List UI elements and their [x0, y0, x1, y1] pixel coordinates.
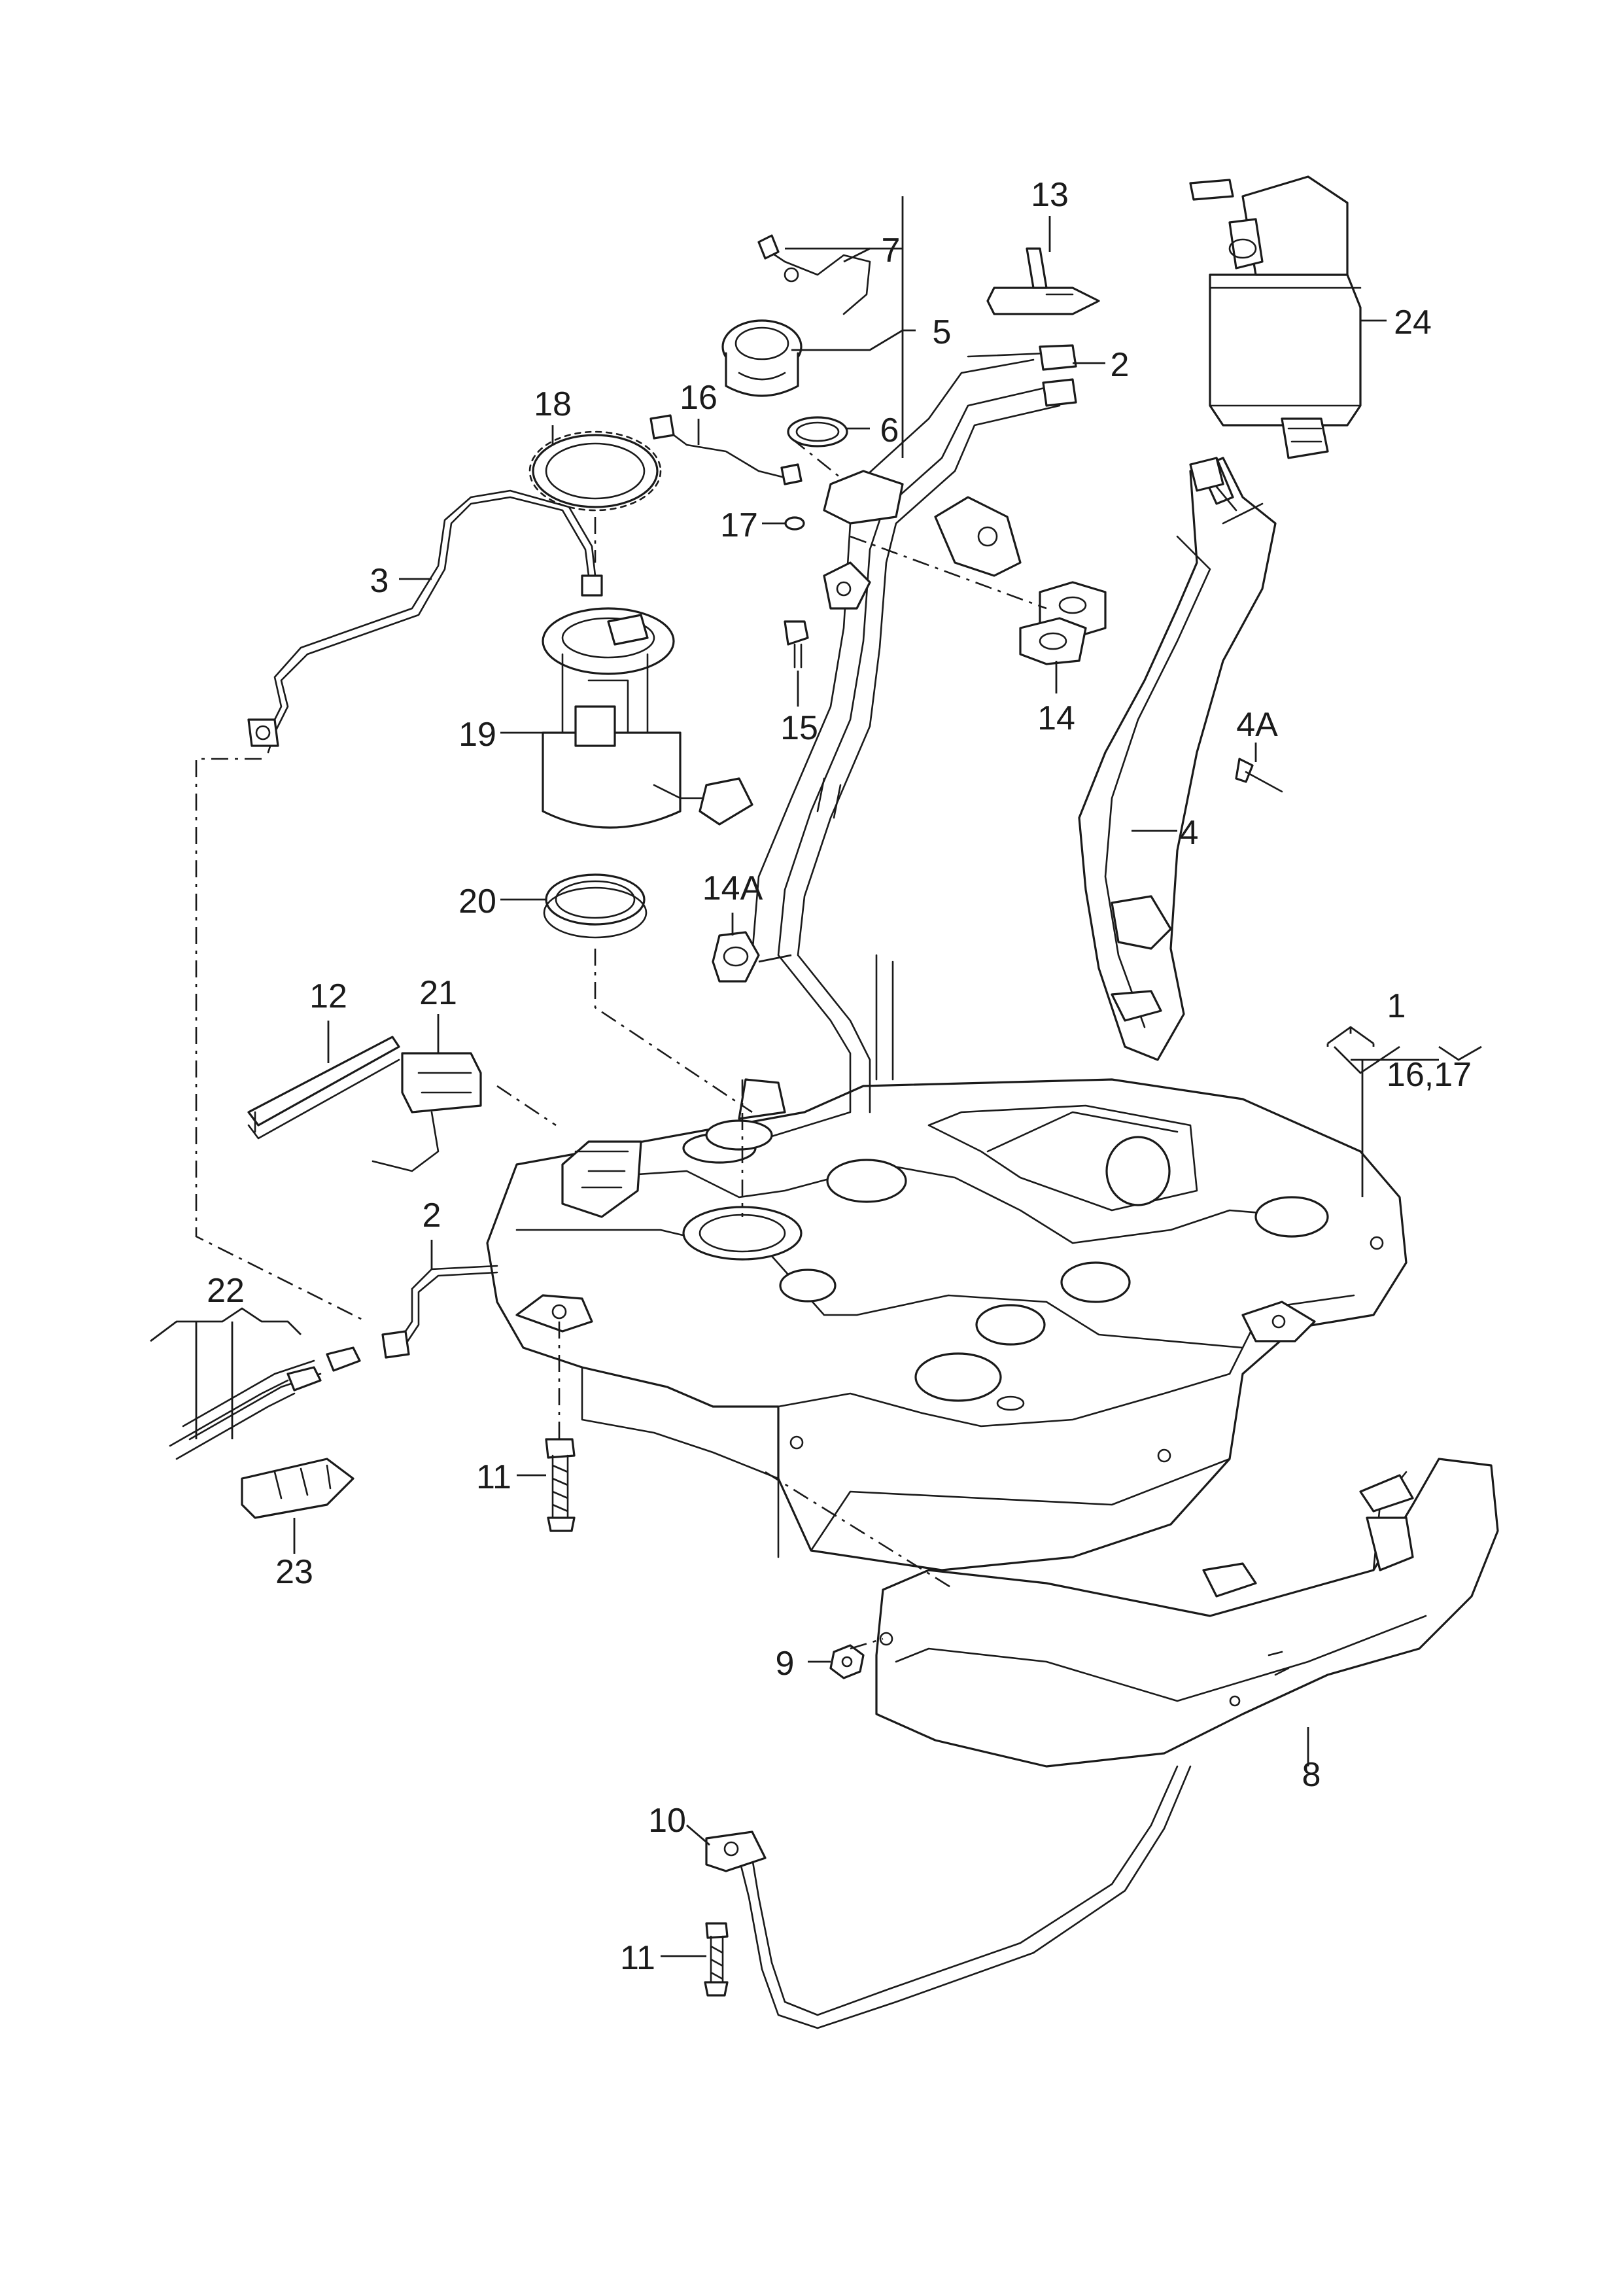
seal-ring[interactable] [787, 416, 848, 447]
sealing-ring-18[interactable] [528, 430, 662, 512]
bolt-11-lower[interactable] [704, 1922, 729, 1997]
connector-housing-21[interactable] [371, 1052, 482, 1172]
callout-19: 19 [458, 716, 496, 754]
callout-22: 22 [207, 1272, 245, 1310]
holder-clip-23[interactable] [241, 1458, 354, 1519]
connector-strip-12[interactable] [247, 1036, 400, 1140]
nut-9[interactable] [829, 1644, 865, 1679]
fuel-line-2[interactable] [381, 1265, 498, 1359]
holder-clip-14A[interactable] [712, 931, 760, 983]
callout-17: 17 [720, 506, 758, 544]
callout-7: 7 [882, 232, 901, 270]
callout-labels: 1 16,17 2 2 3 4 4A 5 6 7 8 9 10 11 11 12… [207, 176, 1472, 1977]
callout-16: 16 [680, 379, 717, 417]
callout-13: 13 [1031, 176, 1069, 214]
callout-11-upper: 11 [476, 1458, 511, 1496]
callout-9: 9 [776, 1645, 795, 1683]
callout-15: 15 [780, 709, 818, 747]
callout-3: 3 [370, 562, 389, 600]
callout-2-upper: 2 [1111, 346, 1130, 384]
callout-14: 14 [1037, 699, 1075, 737]
callout-1: 1 [1387, 987, 1406, 1025]
callout-20: 20 [458, 883, 496, 920]
fuel-supply-line[interactable] [247, 489, 603, 754]
fuel-lines-22[interactable] [169, 1346, 361, 1460]
callout-18: 18 [534, 385, 572, 423]
installation-guide-lines [195, 437, 1047, 1650]
callout-5: 5 [933, 313, 952, 351]
callout-6: 6 [880, 412, 899, 449]
bolt-11-upper[interactable] [545, 1438, 576, 1532]
holder-clip-13[interactable] [986, 247, 1100, 315]
leader-lines [150, 196, 1482, 1957]
filler-pipe-assembly[interactable] [705, 344, 1077, 1151]
rivet[interactable] [1235, 758, 1283, 793]
callout-4: 4 [1180, 814, 1199, 852]
washer-17[interactable] [784, 516, 805, 531]
callout-11-lower: 11 [620, 1939, 655, 1977]
screw-15[interactable] [784, 620, 809, 669]
callout-23: 23 [275, 1553, 313, 1591]
callout-21: 21 [419, 974, 457, 1012]
callout-24: 24 [1394, 304, 1432, 342]
tank-cap-assembly[interactable] [721, 319, 803, 397]
callout-8: 8 [1302, 1756, 1321, 1794]
locking-ring-20[interactable] [543, 873, 648, 939]
charcoal-canister[interactable] [1189, 175, 1362, 459]
callout-14A: 14A [702, 869, 763, 907]
callout-10: 10 [648, 1802, 686, 1840]
callout-12: 12 [309, 977, 347, 1015]
vent-hose[interactable] [1078, 457, 1277, 1061]
holder-clip-14[interactable] [1019, 581, 1107, 665]
callout-4A: 4A [1236, 706, 1278, 744]
heat-shield[interactable] [875, 1458, 1499, 1768]
ground-wire[interactable] [757, 234, 871, 315]
callout-16-17: 16,17 [1387, 1056, 1472, 1094]
tensioning-strap[interactable] [705, 1765, 1192, 2029]
fuel-tank[interactable] [486, 1078, 1408, 1571]
fuel-delivery-unit[interactable] [542, 607, 753, 829]
callout-2-lower: 2 [423, 1197, 441, 1235]
wiring-harness-16[interactable] [649, 414, 803, 485]
